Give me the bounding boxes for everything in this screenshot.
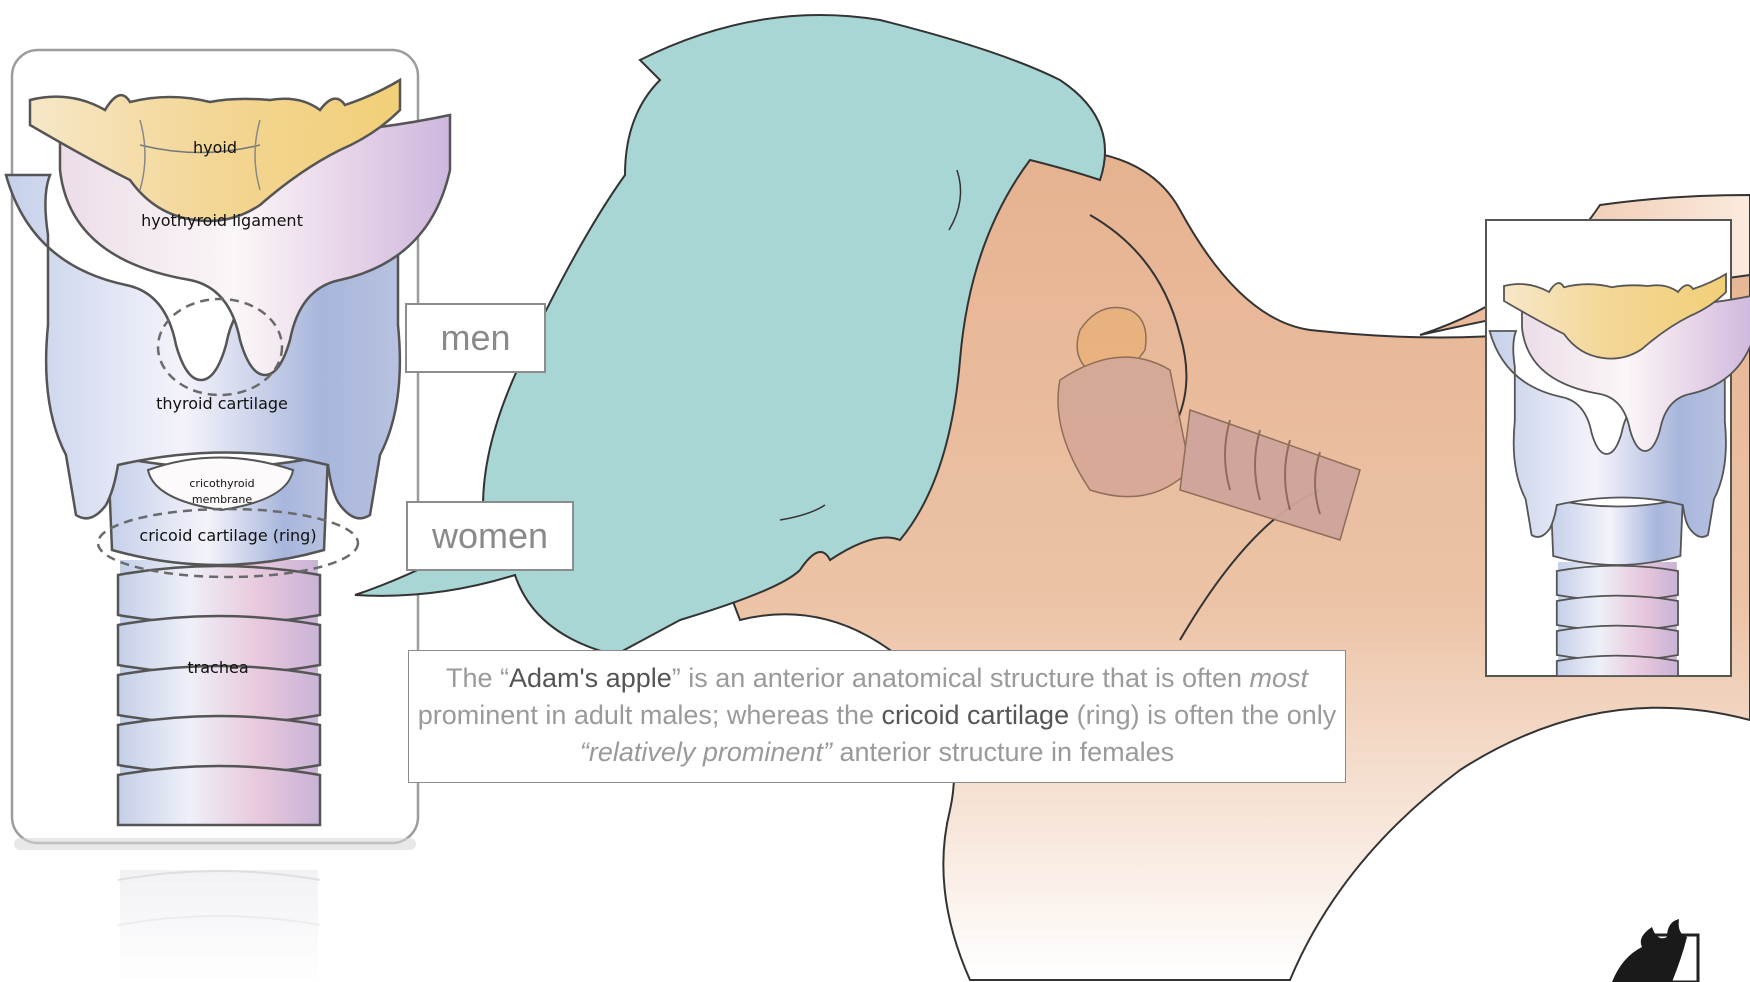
logo-icon <box>1612 919 1698 982</box>
